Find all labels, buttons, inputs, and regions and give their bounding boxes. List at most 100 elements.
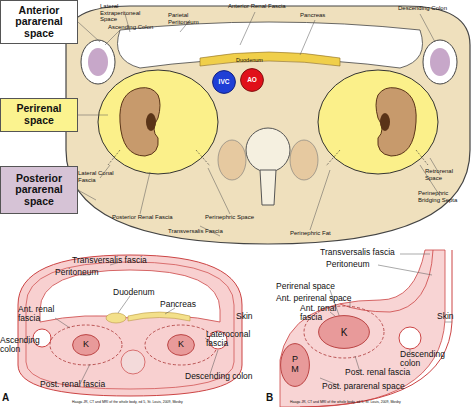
node-text: K [83,340,89,350]
space-label-box: Perirenal space [0,98,78,132]
text-label: Ant. renal fascia [300,304,350,323]
node-text-box: Anterior pararenal space [1,1,77,43]
node-text: P [292,355,298,365]
text-label: Haaga JR, CT and MRI of the whole body, … [290,401,465,405]
colon-shape [423,40,457,84]
text-label: Perinephric Bridging Septa [418,190,470,203]
vertebra [121,350,145,374]
text-label: Pancreas [160,300,210,309]
aorta-circle: AO [240,68,264,92]
text-label: Transversalis Fascia [168,228,238,235]
node-text: Posterior pararenal space [1,173,77,208]
text-label: Skin [437,312,467,321]
leader-lines [78,12,440,236]
text-label: Duodenum [236,57,276,63]
text-label: Post. renal fascia [345,368,445,377]
text-label: Perinephric Space [205,214,265,221]
node-text-box: AO [240,68,264,92]
text-label: Post. pararenal space [322,382,432,391]
skin-line [300,250,452,407]
colon-lumen [88,48,108,76]
psoas-muscle [218,140,246,180]
text-label: Perirenal space [276,282,356,291]
psoas-muscle [290,140,318,180]
text-label: Post. renal fascia [40,380,130,389]
kidney-oval: K [318,315,370,349]
node-text: Anterior pararenal space [1,5,77,40]
axial-section [66,6,470,244]
body-outline [66,6,470,244]
node-text: K [178,340,184,350]
text-label: Haaga JR, CT and MRI of the whole body, … [72,401,247,405]
node-shape [168,335,195,356]
node-text-box: K [318,315,370,349]
text-label: Skin [236,312,266,321]
renal-hilum [380,113,390,131]
text-label: Lateral Conal Fascia [78,170,123,183]
text-label: Perinephric Fat [290,230,350,237]
transversalis-line [26,262,234,389]
node-text: M [291,365,299,375]
text-label: Retrorenal Space [425,168,470,181]
text-label: Peritoneum [326,260,386,269]
node-shape [213,71,236,94]
body-wall [280,250,445,407]
peritoneal-cavity [118,22,423,68]
node-text: IVC [219,78,230,85]
node-shape [319,316,370,349]
text-label: Ascending colon [0,336,40,355]
text-label: Peritoneum [55,268,115,277]
space-label-box: Posterior pararenal space [0,166,78,214]
text-label: Descending Colon [398,5,458,12]
text-label: Descending colon [185,372,265,381]
text-label: Ant. renal fascia [18,305,63,324]
spinous-process [260,170,276,205]
text-label: A [2,392,14,403]
text-label: Transversalis fascia [72,256,172,265]
node-text-box: PM [280,343,310,387]
text-label: Posterior Renal Fascia [112,214,182,221]
kidney-shape [376,88,416,156]
text-label: Pancreas [300,12,340,19]
text-label: Lateroconal fascia [206,330,256,349]
colon-shape [81,40,115,84]
node-shape [281,344,310,387]
panel-b-drawing [280,250,452,407]
kidney-shape [120,88,160,156]
bridging-septa [108,150,428,166]
node-text: K [341,327,348,338]
text-label: Transversalis fascia [320,248,420,257]
kidney-oval: K [167,334,195,356]
node-shape [73,335,100,356]
psoas-oval: PM [280,343,310,387]
pancreas-shape [200,52,340,66]
perirenal-region [98,70,218,174]
text-label: Anterior Renal Fascia [228,3,298,10]
pancreas-shape [128,312,190,321]
text-label: Lateral Extraperitoneal Space [100,3,155,23]
node-text-box: Perirenal space [1,99,77,131]
kidney-oval: K [72,334,100,356]
vertebra [246,128,290,172]
colon-lumen [430,48,450,76]
node-text-box: Posterior pararenal space [1,167,77,213]
node-text: AO [247,76,257,83]
text-label: B [266,392,278,403]
renal-fascia [50,325,122,365]
node-text-box: K [167,334,195,356]
text-label: Parietal Peritoneum [168,12,218,25]
colon-shape [399,327,421,349]
text-label: Ascending Colon [108,24,158,31]
text-label: Duodenum [113,288,173,297]
duodenum-shape [106,313,126,323]
text-label: Ant. perirenal space [276,294,376,303]
renal-hilum [146,113,156,131]
perirenal-region [318,70,438,174]
ivc-circle: IVC [212,70,236,94]
peritoneal-cavity [40,270,220,322]
node-shape [241,69,264,92]
node-text-box: IVC [212,70,236,94]
leader-lines [28,262,244,384]
node-text-box: K [72,334,100,356]
